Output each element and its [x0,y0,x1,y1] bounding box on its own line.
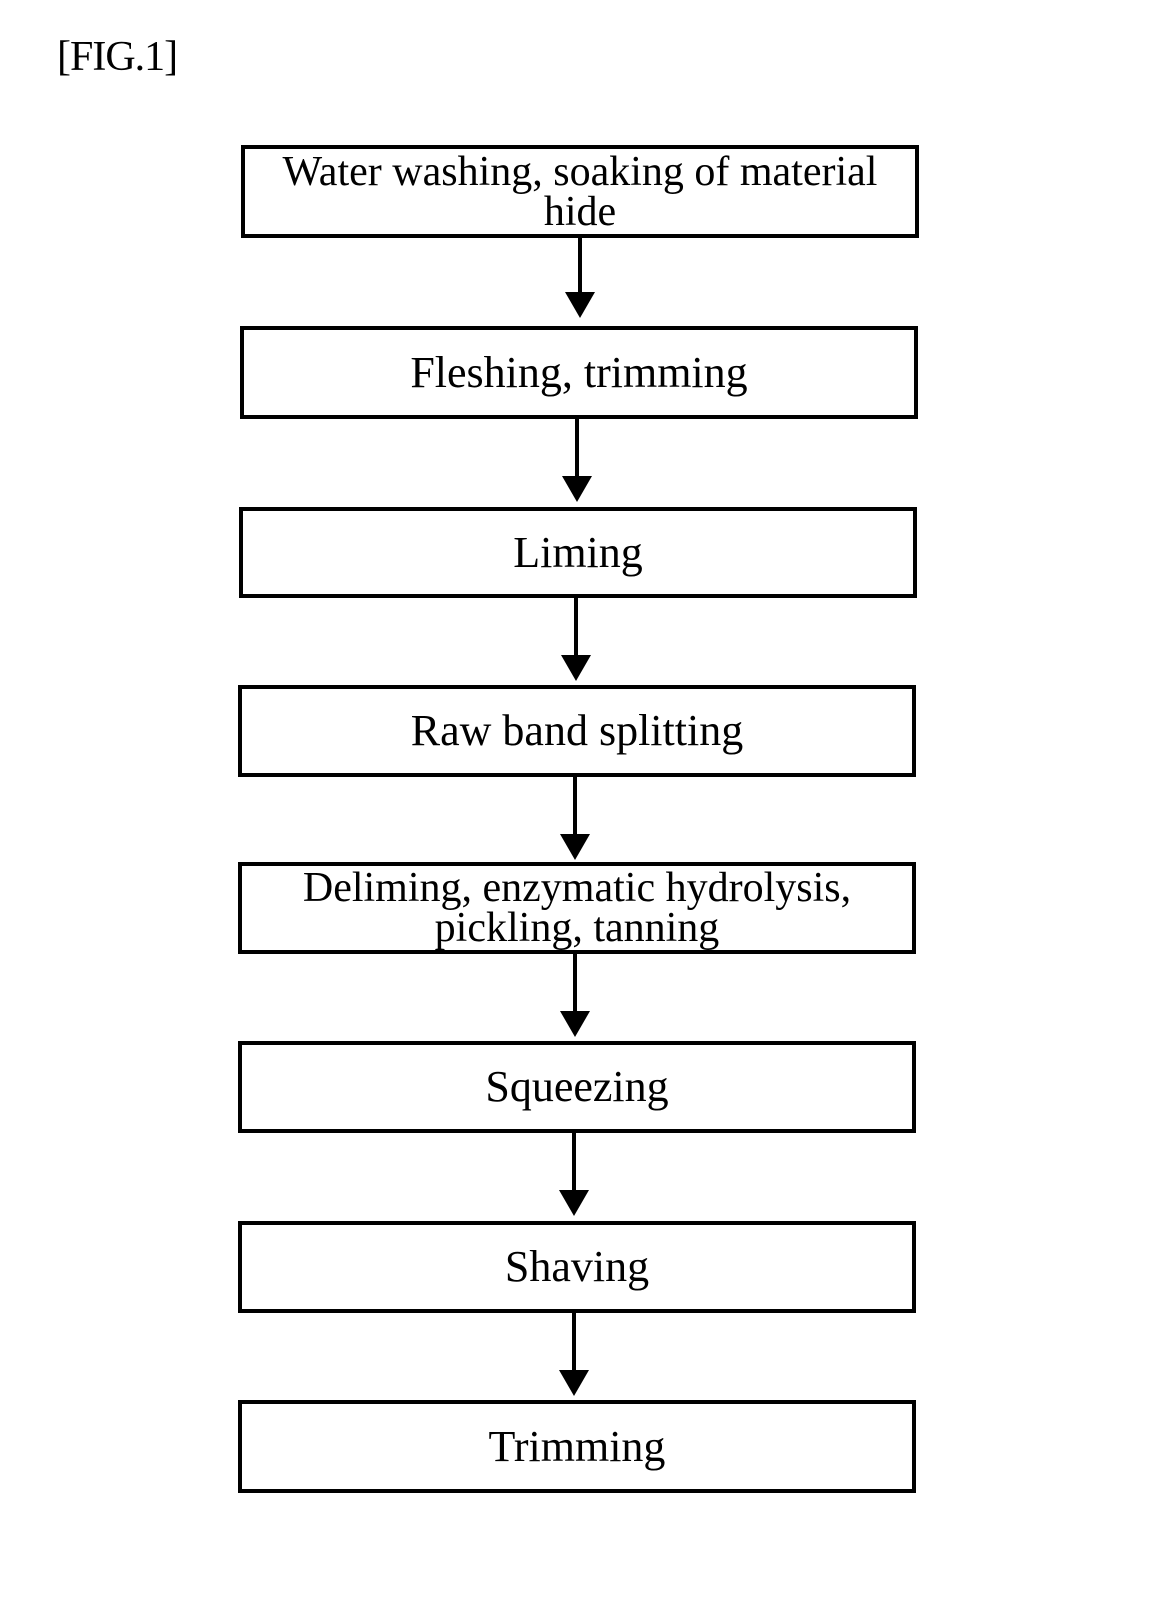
arrow-down-icon [562,476,592,502]
arrow-down-icon [561,655,591,681]
step-fleshing-trimming: Fleshing, trimming [240,326,918,419]
connector-4 [573,777,577,837]
step-squeezing: Squeezing [238,1041,916,1133]
step-liming: Liming [239,507,917,598]
step-trimming: Trimming [238,1400,916,1493]
connector-6 [572,1133,576,1193]
connector-2 [575,419,579,479]
arrow-down-icon [559,1370,589,1396]
connector-3 [574,598,578,658]
connector-1 [578,238,582,296]
step-deliming-enzymatic-pickling-tanning: Deliming, enzymatic hydrolysis, pickling… [238,862,916,954]
step-shaving: Shaving [238,1221,916,1313]
arrow-down-icon [559,1190,589,1216]
step-raw-band-splitting: Raw band splitting [238,685,916,777]
figure-label: [FIG.1] [57,36,177,78]
step-water-washing-soaking: Water washing, soaking of material hide [241,145,919,238]
connector-7 [572,1313,576,1373]
connector-5 [573,954,577,1014]
arrow-down-icon [565,292,595,318]
arrow-down-icon [560,834,590,860]
arrow-down-icon [560,1011,590,1037]
